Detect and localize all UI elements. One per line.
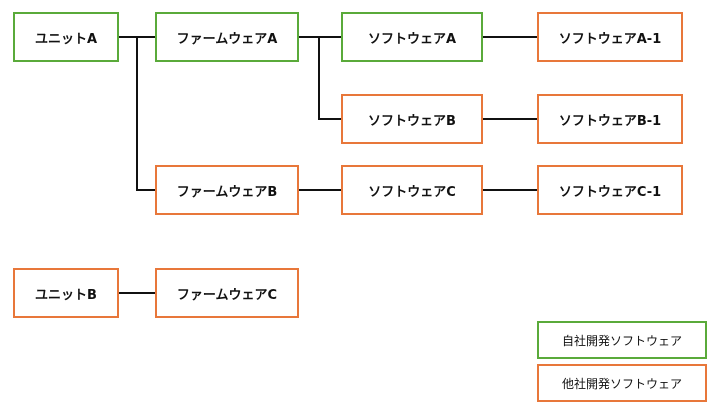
node-software-c: ソフトウェアC bbox=[341, 165, 483, 215]
legend-in-house-label: 自社開発ソフトウェア bbox=[561, 333, 682, 348]
node-software-b: ソフトウェアB bbox=[341, 94, 483, 144]
node-software-a1: ソフトウェアA-1 bbox=[537, 12, 683, 62]
node-unit-b: ユニットB bbox=[13, 268, 119, 318]
node-label: ユニットB bbox=[35, 287, 97, 303]
node-label: ソフトウェアC-1 bbox=[558, 184, 662, 200]
node-firmware-c: ファームウェアC bbox=[155, 268, 299, 318]
node-firmware-a: ファームウェアA bbox=[155, 12, 299, 62]
node-label: ソフトウェアC bbox=[368, 184, 456, 200]
node-software-b1: ソフトウェアB-1 bbox=[537, 94, 683, 144]
node-label: ソフトウェアB-1 bbox=[558, 113, 662, 129]
node-label: ソフトウェアB bbox=[368, 113, 456, 129]
node-firmware-b: ファームウェアB bbox=[155, 165, 299, 215]
node-software-c1: ソフトウェアC-1 bbox=[537, 165, 683, 215]
legend-external-label: 他社開発ソフトウェア bbox=[561, 376, 682, 391]
node-label: ソフトウェアA bbox=[367, 31, 457, 47]
node-unit-a: ユニットA bbox=[13, 12, 119, 62]
edge-firmware-a-software-b bbox=[318, 37, 341, 120]
node-label: ファームウェアC bbox=[176, 287, 278, 303]
node-label: ユニットA bbox=[34, 31, 98, 47]
legend-in-house: 自社開発ソフトウェア bbox=[537, 321, 707, 359]
edge-unit-a-firmware-b bbox=[136, 37, 155, 191]
node-label: ファームウェアA bbox=[176, 31, 278, 47]
node-software-a: ソフトウェアA bbox=[341, 12, 483, 62]
legend-external: 他社開発ソフトウェア bbox=[537, 364, 707, 402]
node-label: ソフトウェアA-1 bbox=[558, 31, 662, 47]
node-label: ファームウェアB bbox=[176, 184, 278, 200]
